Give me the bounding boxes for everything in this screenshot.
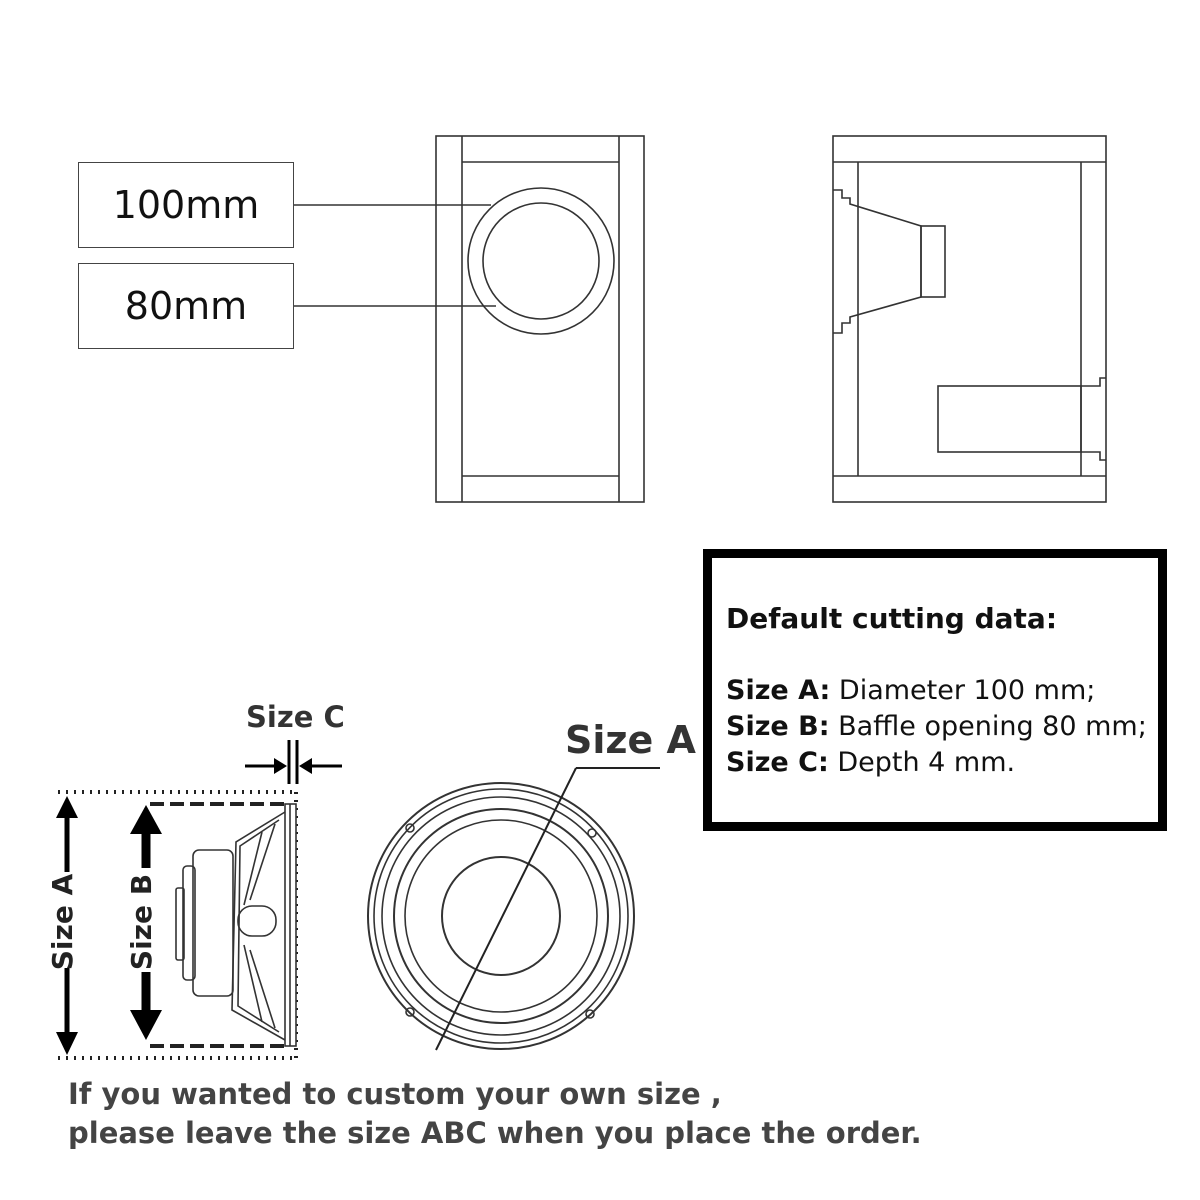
- enclosure-side-view: [832, 135, 1107, 503]
- custom-size-note-line-2: please leave the size ABC when you place…: [68, 1116, 922, 1150]
- info-row-size-a: Size A: Diameter 100 mm;: [726, 673, 1158, 709]
- size-a-diameter-line: [435, 767, 577, 1051]
- info-row-key: Size B:: [726, 711, 830, 742]
- info-row-value: Diameter 100 mm;: [830, 675, 1096, 706]
- custom-size-note-line-1: If you wanted to custom your own size ,: [68, 1077, 722, 1111]
- size-b-dimension-arrow: [130, 805, 162, 1040]
- default-cutting-data-box: Default cutting data: Size A: Diameter 1…: [703, 549, 1167, 831]
- info-row-value: Depth 4 mm.: [828, 747, 1016, 778]
- info-row-size-c: Size C: Depth 4 mm.: [726, 745, 1158, 781]
- callout-outer-diameter: 100mm: [78, 162, 294, 248]
- enclosure-front-view: [294, 135, 645, 503]
- size-a-label-side: Size A: [46, 873, 79, 971]
- info-box-title: Default cutting data:: [726, 602, 1058, 635]
- info-row-key: Size C:: [726, 747, 829, 778]
- size-c-label: Size C: [246, 700, 345, 734]
- outer-diameter-circle: [467, 187, 615, 335]
- info-row-value: Baffle opening 80 mm;: [829, 711, 1147, 742]
- size-a-label-front: Size A: [565, 718, 696, 762]
- info-row-size-b: Size B: Baffle opening 80 mm;: [726, 709, 1158, 745]
- opening-circle: [482, 202, 600, 320]
- size-b-label-side: Size B: [125, 873, 158, 971]
- info-row-key: Size A:: [726, 675, 831, 706]
- speaker-front-view: [367, 767, 660, 1051]
- callout-opening-diameter: 80mm: [78, 263, 294, 349]
- speaker-side-profile: [58, 790, 298, 1060]
- size-c-dimension-arrows: [245, 740, 342, 784]
- size-a-dimension-arrow: [56, 796, 78, 1055]
